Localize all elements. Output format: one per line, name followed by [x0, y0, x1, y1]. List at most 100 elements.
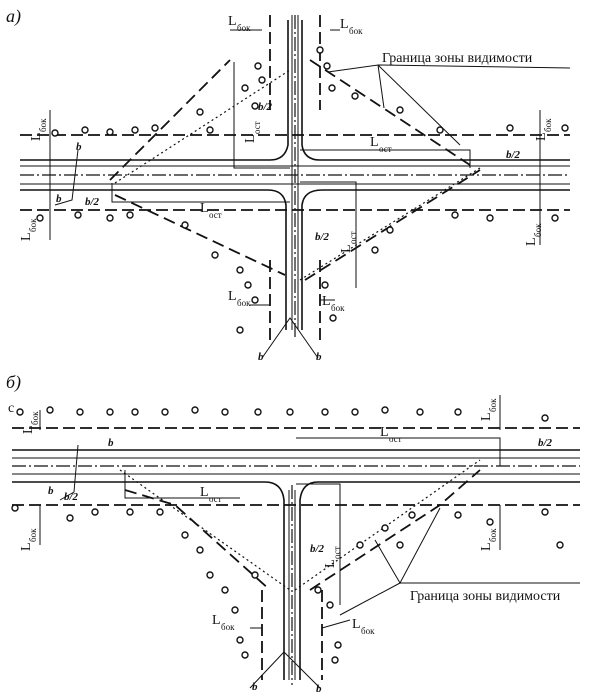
svg-text:L: L [228, 14, 237, 29]
panel-a-visibility-label: Граница зоны видимости [382, 51, 533, 66]
svg-text:L: L [200, 201, 209, 216]
panel-b-b-bottom-1: b [252, 681, 258, 693]
panel-a-dim-lost-right [300, 149, 471, 168]
svg-text:L: L [370, 135, 379, 150]
svg-text:бок: бок [488, 528, 498, 542]
panel-b-bhalf-left: b/2 [64, 491, 79, 503]
panel-a-curb-se [301, 189, 570, 330]
svg-text:L: L [29, 132, 44, 141]
svg-text:L: L [524, 237, 539, 246]
panel-b-vis-leader-3 [339, 582, 401, 616]
panel-b-label: б) [6, 372, 21, 393]
svg-text:бок: бок [488, 398, 498, 412]
svg-text:L: L [228, 289, 237, 304]
panel-b-curb-sw [12, 481, 285, 680]
svg-text:L: L [212, 613, 221, 628]
panel-a-vis-nw-1 [109, 59, 231, 181]
panel-b-dim-lost-vertical [296, 483, 341, 605]
svg-text:L: L [479, 542, 494, 551]
panel-a-bhalf-top: b/2 [258, 101, 273, 113]
svg-text:ост: ост [209, 494, 222, 504]
panel-b-corner-mark: с [8, 401, 14, 416]
panel-b-dim-lside-bot-r [321, 619, 351, 629]
panel-b-dim-b-left [59, 444, 79, 501]
svg-text:бок: бок [543, 118, 553, 132]
svg-text:бок: бок [30, 411, 40, 425]
svg-text:бок: бок [331, 303, 345, 313]
svg-text:ост: ост [209, 210, 222, 220]
svg-text:L: L [534, 132, 549, 141]
panel-b-b-left-1: b [108, 437, 114, 449]
svg-text:L: L [243, 134, 258, 143]
svg-text:L: L [340, 17, 349, 32]
panel-b-dim-lost-left [124, 470, 240, 499]
panel-b-curb-se [299, 481, 580, 680]
panel-b-vis-left [124, 489, 271, 591]
svg-text:L: L [19, 542, 34, 551]
panel-a-label: а) [6, 6, 21, 27]
svg-text:L: L [322, 294, 331, 309]
svg-text:бок: бок [361, 626, 375, 636]
panel-a-b-bottom-2: b [316, 351, 322, 363]
svg-text:бок: бок [237, 298, 251, 308]
svg-text:L: L [200, 485, 209, 500]
svg-text:бок: бок [28, 218, 38, 232]
svg-text:L: L [380, 425, 389, 440]
panel-a-vis-sw [114, 194, 286, 276]
panel-b-bhalf-vertical: b/2 [310, 543, 325, 555]
svg-text:ост: ост [389, 434, 402, 444]
panel-a-bhalf-bottom: b/2 [315, 231, 330, 243]
svg-text:L: L [19, 232, 34, 241]
svg-text:L: L [21, 425, 36, 434]
panel-b-trees [11, 406, 564, 664]
panel-a-vis-ne [309, 59, 471, 166]
svg-text:бок: бок [237, 23, 251, 33]
panel-a-trees [36, 46, 569, 334]
svg-text:ост: ост [332, 546, 342, 559]
panel-a-curb-sw [20, 189, 287, 330]
svg-text:бок: бок [38, 118, 48, 132]
panel-b-bhalf-right: b/2 [538, 437, 553, 449]
panel-b-vis-right [309, 469, 481, 591]
svg-text:бок: бок [533, 223, 543, 237]
svg-text:L: L [352, 617, 361, 632]
panel-a-b-left-1: b [76, 141, 82, 153]
panel-a-dim-lost-left [111, 183, 290, 203]
panel-b-b-left-2: b [48, 485, 54, 497]
panel-a-b-left-2: b [56, 193, 62, 205]
panel-a-bhalf-left: b/2 [85, 196, 100, 208]
panel-b-dim-b-bottom [249, 651, 321, 689]
panel-a-dim-b-bottom [261, 317, 319, 359]
svg-text:бок: бок [221, 622, 235, 632]
svg-text:бок: бок [28, 528, 38, 542]
panel-b-visibility-label: Граница зоны видимости [410, 589, 561, 604]
svg-text:L: L [479, 412, 494, 421]
panel-a-dim-lost-top [233, 62, 290, 169]
panel-a-curb-ne [301, 20, 570, 161]
svg-text:ост: ост [379, 144, 392, 154]
panel-a-vis-leader-3 [377, 64, 571, 69]
panel-a-dim-lost-bottom [300, 181, 357, 288]
panel-a-bhalf-right: b/2 [506, 149, 521, 161]
svg-text:L: L [339, 244, 354, 253]
panel-b-vis-leader-1 [374, 507, 441, 585]
panel-b-b-bottom-2: b [316, 683, 322, 695]
panel-b-t-junction: б) с [6, 372, 580, 695]
